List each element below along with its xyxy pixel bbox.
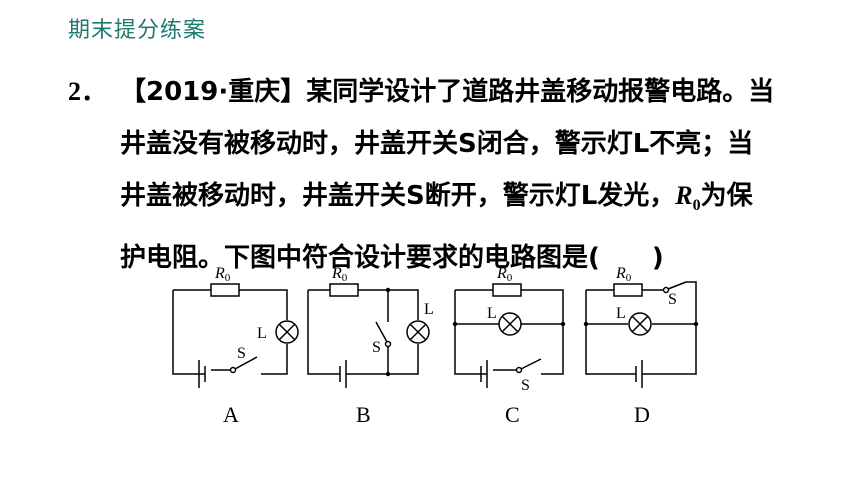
resistor-label: R0 [331, 265, 348, 284]
question-text: 2． 【2019·重庆】某同学设计了道路井盖移动报警电路。当 井盖没有被移动时，井… [68, 66, 838, 284]
switch-label: S [237, 345, 246, 362]
option-label-b: B [356, 402, 371, 427]
question-line-3: 井盖被移动时，井盖开关S断开，警示灯L发光，R0为保 [68, 170, 838, 232]
question-line-2: 井盖没有被移动时，井盖开关S闭合，警示灯L不亮；当 [120, 129, 754, 159]
r0-letter: R [675, 181, 693, 210]
question-line-4-text: 护电阻。下图中符合设计要求的电路图是( [120, 243, 600, 274]
option-label-c: C [505, 402, 520, 427]
switch-label: S [668, 291, 677, 308]
lamp-label: L [616, 305, 626, 322]
circuit-diagram-d: R0 L S D [578, 262, 728, 432]
lamp-label: L [257, 325, 267, 342]
switch-label: S [372, 339, 381, 356]
question-line-3-end: 为保 [700, 181, 753, 211]
question-number: 2． [68, 77, 108, 106]
resistor-label: R0 [496, 265, 513, 284]
question-line-1: 2． 【2019·重庆】某同学设计了道路井盖移动报警电路。当 [68, 77, 774, 107]
circuit-diagram-c: R0 L S C [447, 262, 597, 432]
lamp-label: L [487, 305, 497, 322]
option-label-a: A [223, 402, 239, 427]
resistor-label: R0 [214, 265, 231, 284]
switch-label: S [521, 377, 530, 394]
question-line-1-text: 【2019·重庆】某同学设计了道路井盖移动报警电路。当 [120, 77, 775, 107]
question-line-3-text: 井盖被移动时，井盖开关S断开，警示灯L发光， [120, 181, 676, 211]
option-label-d: D [634, 402, 650, 427]
r0-subscript: 0 [692, 197, 701, 215]
question-line-4-close: ) [651, 243, 664, 274]
lamp-label: L [424, 301, 434, 318]
r0-symbol: R0 [675, 181, 700, 214]
circuit-diagram-b: R0 L S B [300, 262, 450, 432]
resistor-label: R0 [615, 265, 632, 284]
question-line-4: 护电阻。下图中符合设计要求的电路图是() [68, 232, 838, 284]
page-header-title: 期末提分练案 [68, 18, 207, 43]
circuit-diagram-a: R0 L S A [165, 262, 315, 432]
